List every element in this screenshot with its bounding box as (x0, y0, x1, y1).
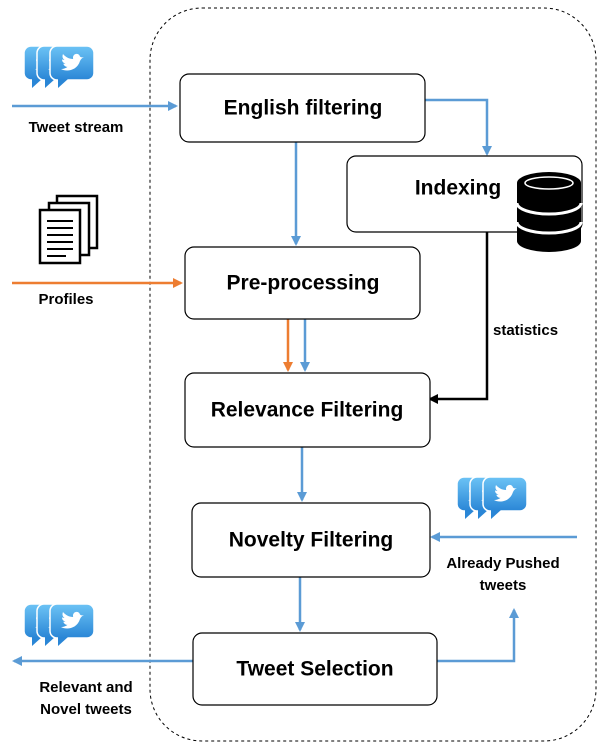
relevant-novel-label-line2: Novel tweets (40, 701, 132, 718)
english-to-indexing-arrow (425, 98, 492, 156)
english-filtering-box: English filtering (179, 73, 426, 143)
relevance-filtering-label: Relevance Filtering (211, 399, 404, 422)
preprocessing-box: Pre-processing (184, 246, 421, 320)
document-stack-icon (38, 194, 99, 265)
database-icon (515, 172, 583, 252)
tweet-stream-icon (24, 46, 94, 88)
relevance-filtering-box: Relevance Filtering (184, 372, 431, 448)
english-filtering-label: English filtering (224, 97, 383, 120)
already-pushed-label-line1: Already Pushed (446, 555, 559, 572)
already-pushed-label-line2: tweets (480, 577, 527, 594)
novelty-filtering-box: Novelty Filtering (191, 502, 431, 578)
profiles-label: Profiles (38, 291, 93, 308)
tweet-selection-label: Tweet Selection (236, 658, 393, 681)
indexing-label: Indexing (415, 177, 501, 200)
tweet-selection-box: Tweet Selection (192, 632, 438, 706)
statistics-label: statistics (493, 322, 558, 339)
output-tweets-icon (24, 604, 94, 646)
preprocessing-label: Pre-processing (227, 272, 380, 295)
already-pushed-icon (457, 477, 527, 519)
selection-to-pushed-arrow (437, 608, 519, 663)
pipeline-container (149, 7, 597, 742)
statistics-arrow (428, 232, 489, 404)
tweet-stream-label: Tweet stream (29, 119, 124, 136)
novelty-filtering-label: Novelty Filtering (229, 529, 394, 552)
relevant-novel-label-line1: Relevant and (39, 679, 132, 696)
